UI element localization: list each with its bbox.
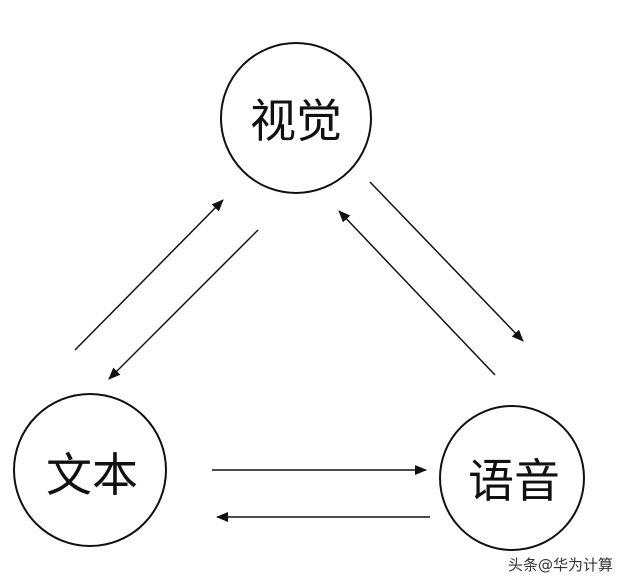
vision-node-circle: [220, 42, 372, 194]
arrow-vision-to-speech: [369, 181, 524, 342]
arrow-speech-to-vision: [338, 210, 496, 376]
text-node-circle: [13, 393, 167, 547]
speech-node-label: 语音: [468, 454, 560, 508]
text-node-label: 文本: [46, 448, 138, 502]
watermark: 头条@华为计算: [508, 556, 614, 574]
vision-node-label: 视觉: [250, 94, 342, 148]
arrow-vision-to-text: [108, 229, 259, 380]
arrow-text-to-vision: [74, 199, 224, 351]
speech-node-circle: [439, 405, 585, 551]
